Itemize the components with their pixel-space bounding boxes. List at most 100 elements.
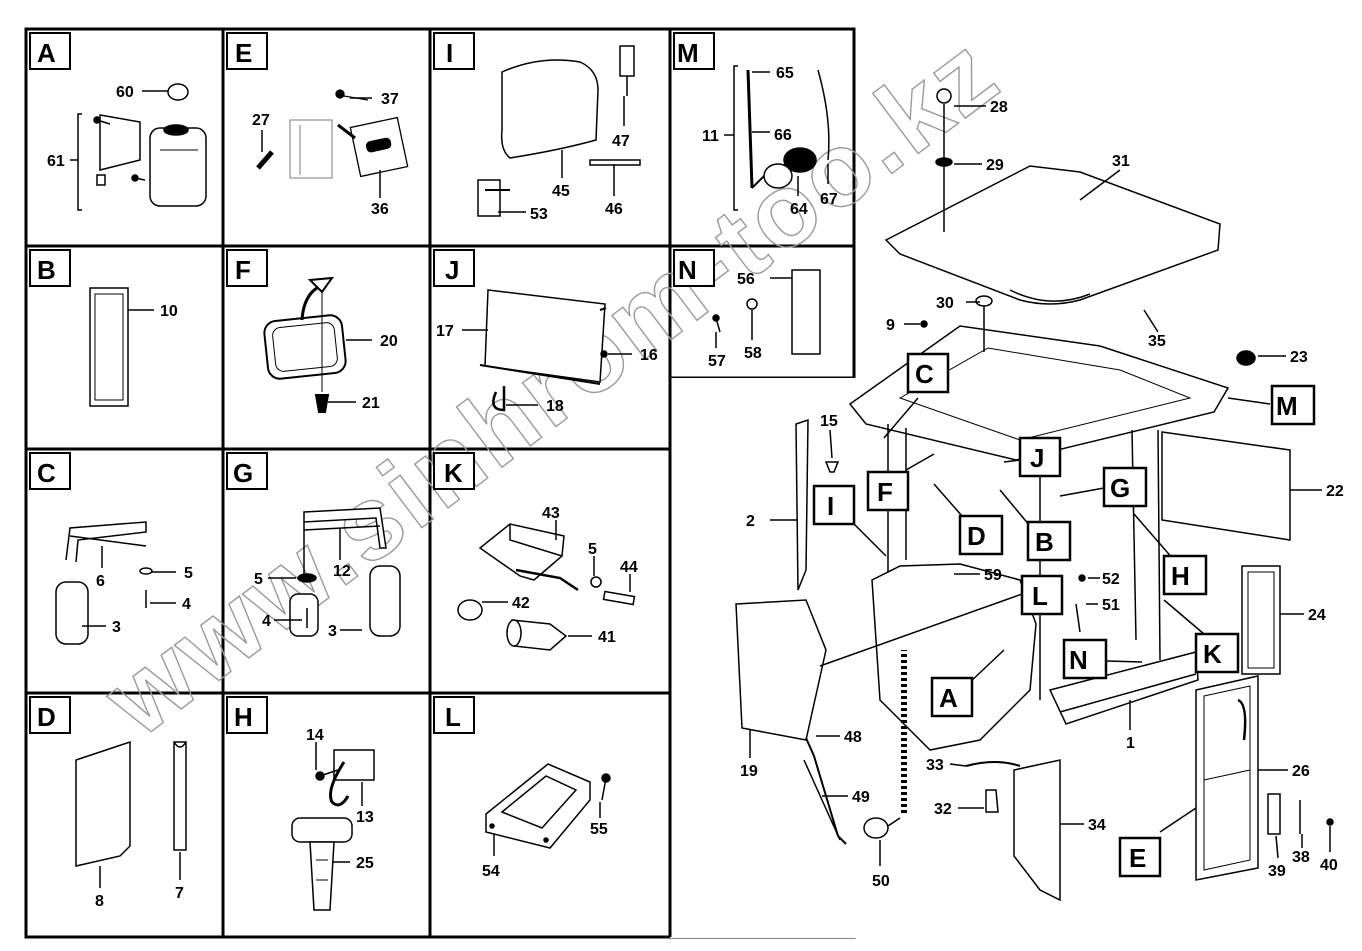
part-3-g: 3 xyxy=(328,623,337,640)
tag-n: N xyxy=(1062,638,1108,680)
tag-l: L xyxy=(1020,574,1064,616)
part-13: 13 xyxy=(356,809,374,826)
part-41: 41 xyxy=(598,629,616,646)
svg-text:D: D xyxy=(967,521,986,551)
part-65: 65 xyxy=(776,65,794,82)
side-panel xyxy=(1013,759,1061,902)
part-6: 6 xyxy=(96,573,105,590)
panel-m: M 65 11 66 64 67 xyxy=(673,32,838,218)
callout-numbers: 28 29 31 30 9 35 23 15 2 59 52 51 22 24 … xyxy=(740,99,1344,890)
mirror-icon xyxy=(263,276,347,413)
svg-text:M: M xyxy=(1276,391,1298,421)
tag-m: M xyxy=(1270,384,1316,426)
callout-39: 39 xyxy=(1268,863,1286,880)
door-lock-icon xyxy=(256,89,409,179)
part-4: 4 xyxy=(182,596,191,613)
part-5-k: 5 xyxy=(588,541,597,558)
floor-frame xyxy=(1048,651,1199,725)
part-67: 67 xyxy=(820,191,838,208)
seal-strip-icon xyxy=(75,740,187,867)
tag-i: I xyxy=(812,484,856,526)
callout-38: 38 xyxy=(1292,849,1310,866)
part-42: 42 xyxy=(512,595,530,612)
callout-40: 40 xyxy=(1320,857,1338,874)
part-47: 47 xyxy=(612,133,630,150)
tag-e: E xyxy=(1118,836,1162,878)
part-58: 58 xyxy=(744,345,762,362)
callout-2: 2 xyxy=(746,513,755,530)
part-25: 25 xyxy=(356,855,374,872)
panel-g-letter: G xyxy=(233,458,253,488)
part-18: 18 xyxy=(546,398,564,415)
callout-24: 24 xyxy=(1308,607,1326,624)
washer-tank-icon xyxy=(93,83,207,207)
callout-48: 48 xyxy=(844,729,862,746)
panel-a-letter: A xyxy=(37,38,56,68)
part-21: 21 xyxy=(362,395,380,412)
part-10: 10 xyxy=(160,303,178,320)
part-43: 43 xyxy=(542,505,560,522)
tag-j: J xyxy=(1018,436,1062,478)
callout-15: 15 xyxy=(820,413,838,430)
bracket-icon xyxy=(457,523,636,651)
tag-b: B xyxy=(1026,520,1072,562)
callout-19: 19 xyxy=(740,763,758,780)
panel-n-letter: N xyxy=(678,255,697,285)
tag-h: H xyxy=(1162,554,1208,596)
part-56: 56 xyxy=(737,271,755,288)
panel-g: G 12 5 4 3 xyxy=(226,452,401,640)
svg-text:B: B xyxy=(1035,527,1054,557)
part-46: 46 xyxy=(605,201,623,218)
svg-text:H: H xyxy=(1171,561,1190,591)
svg-text:J: J xyxy=(1030,443,1044,473)
callout-49: 49 xyxy=(852,789,870,806)
part-14: 14 xyxy=(306,727,324,744)
part-45: 45 xyxy=(552,183,570,200)
callout-26: 26 xyxy=(1292,763,1310,780)
part-57: 57 xyxy=(708,353,726,370)
panel-h: H 14 13 25 xyxy=(226,696,375,911)
callout-59: 59 xyxy=(984,567,1002,584)
svg-text:E: E xyxy=(1129,843,1146,873)
part-64: 64 xyxy=(790,201,808,218)
tag-a: A xyxy=(930,676,974,718)
callout-23: 23 xyxy=(1290,349,1308,366)
tag-g: G xyxy=(1102,466,1148,508)
tag-c: C xyxy=(906,352,950,394)
part-27: 27 xyxy=(252,112,270,129)
part-66: 66 xyxy=(774,127,792,144)
part-54: 54 xyxy=(482,863,500,880)
panel-d: D 8 7 xyxy=(29,696,187,910)
callout-30: 30 xyxy=(936,295,954,312)
panel-l: L 55 54 xyxy=(433,696,611,880)
mounting-tray-icon xyxy=(485,763,611,849)
panel-k: K 43 5 44 42 41 xyxy=(433,452,638,651)
callout-28: 28 xyxy=(990,99,1008,116)
callout-35: 35 xyxy=(1148,333,1166,350)
panel-f-letter: F xyxy=(235,255,251,285)
armrest-icon xyxy=(55,521,153,645)
cab-console xyxy=(871,563,1037,751)
panel-m-letter: M xyxy=(677,38,699,68)
callout-34: 34 xyxy=(1088,817,1106,834)
callout-leaders xyxy=(749,105,1331,866)
panel-b: B 10 xyxy=(29,249,178,407)
part-3: 3 xyxy=(112,619,121,636)
glass-panel-icon xyxy=(89,287,129,407)
panel-i-letter: I xyxy=(446,38,453,68)
panel-f: F 20 21 xyxy=(226,249,398,413)
rear-panel xyxy=(1161,431,1291,541)
seat-cushion-icon xyxy=(477,45,641,217)
part-20: 20 xyxy=(380,333,398,350)
panel-c: C 6 5 4 3 xyxy=(29,452,193,645)
section-tags: C J G F I D B M xyxy=(812,352,1316,878)
svg-text:L: L xyxy=(1032,581,1048,611)
callout-9: 9 xyxy=(886,317,895,334)
panel-e-letter: E xyxy=(235,38,252,68)
part-5: 5 xyxy=(184,565,193,582)
panel-k-letter: K xyxy=(444,458,463,488)
door-hinge xyxy=(1267,793,1281,835)
part-53: 53 xyxy=(530,206,548,223)
svg-text:K: K xyxy=(1203,639,1222,669)
